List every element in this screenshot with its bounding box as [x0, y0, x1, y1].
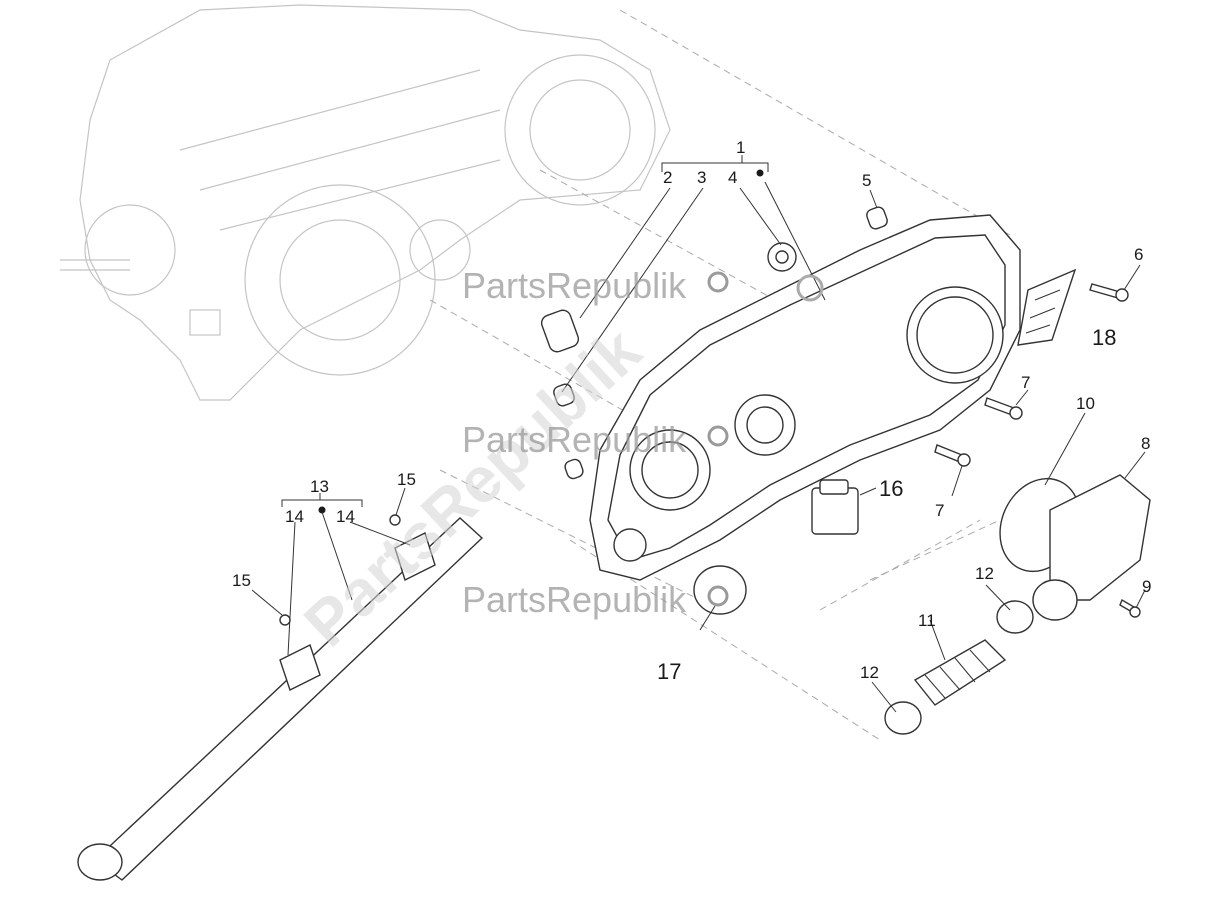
- callout-5: 5: [862, 171, 871, 190]
- watermark-3: PartsRepublik: [462, 579, 687, 620]
- callout-17: 17: [657, 659, 681, 684]
- callout-7b: 7: [935, 501, 944, 520]
- callout-bracket-13: [281, 493, 363, 514]
- callout-18: 18: [1092, 325, 1116, 350]
- engine-ghost-outline: [60, 4, 671, 401]
- watermark-1: PartsRepublik: [462, 265, 687, 306]
- callout-16: 16: [879, 476, 903, 501]
- tube-part: [77, 514, 484, 881]
- bearing-part: [767, 242, 797, 272]
- callout-12b: 12: [860, 663, 879, 682]
- callout-10: 10: [1076, 394, 1095, 413]
- plate-part: [1017, 268, 1077, 346]
- hose-part: [884, 600, 1034, 735]
- callout-3: 3: [697, 168, 706, 187]
- callout-6: 6: [1134, 245, 1143, 264]
- callout-9: 9: [1142, 577, 1151, 596]
- dowel-parts: [540, 206, 888, 480]
- callout-15b: 15: [232, 571, 251, 590]
- callout-8: 8: [1141, 434, 1150, 453]
- callout-1: 1: [736, 138, 745, 157]
- small-cover-part: [999, 474, 1151, 621]
- gear-icon: [707, 271, 824, 607]
- cap-part: [693, 565, 747, 615]
- leader-lines: [251, 181, 1146, 713]
- callout-15a: 15: [397, 470, 416, 489]
- callout-2: 2: [663, 168, 672, 187]
- block-part: [811, 479, 859, 535]
- watermark-2: PartsRepublik: [462, 419, 687, 460]
- callout-13: 13: [310, 477, 329, 496]
- callout-12a: 12: [975, 564, 994, 583]
- callout-4: 4: [728, 168, 737, 187]
- callout-14b: 14: [336, 507, 355, 526]
- callout-bracket-1: [661, 155, 769, 177]
- transmission-cover: [589, 214, 1021, 581]
- callout-numbers: 1 2 3 4 5 6 7 7 8 9 10 11 12 12 13 14 14…: [232, 138, 1151, 684]
- callout-11: 11: [918, 611, 936, 630]
- callout-7a: 7: [1021, 373, 1030, 392]
- callout-14a: 14: [285, 507, 304, 526]
- bolt-parts: [934, 283, 1141, 618]
